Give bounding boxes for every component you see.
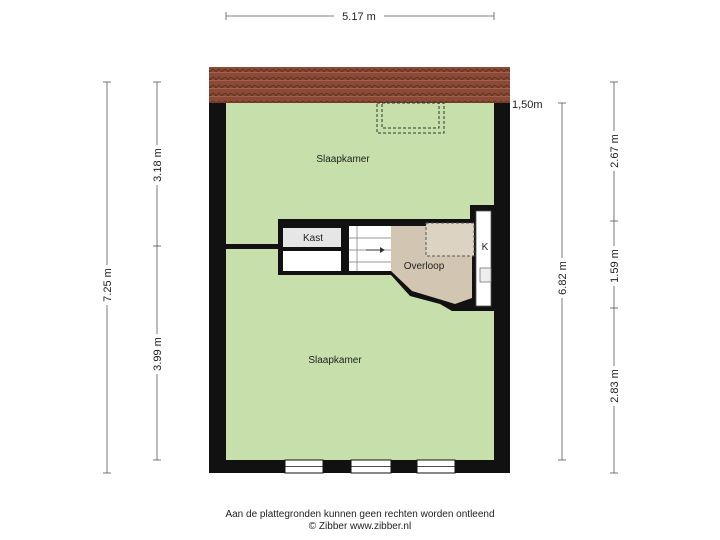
closet-label: Kast	[303, 233, 323, 244]
dim-height-total-left: 7.25 m	[102, 268, 114, 302]
roof-window	[376, 102, 445, 134]
cabinet-label: K	[482, 242, 489, 253]
dim-width-top: 5.17 m	[342, 11, 376, 23]
roof-strip	[209, 67, 510, 103]
dim-left-lower: 3.99 m	[152, 337, 164, 371]
dim-left-upper: 3.18 m	[152, 148, 164, 182]
bedroom-top-label: Slaapkamer	[316, 154, 370, 165]
cabinet-k	[475, 210, 492, 307]
footer-disclaimer: Aan de plattegronden kunnen geen rechten…	[225, 509, 495, 520]
wall-partition-left	[226, 244, 282, 249]
footer-copyright: © Zibber www.zibber.nl	[308, 521, 412, 532]
bedroom-bottom-label: Slaapkamer	[308, 355, 362, 366]
dim-right-upper: 2.67 m	[609, 134, 621, 168]
dim-right-middle: 1.59 m	[609, 249, 621, 283]
dim-right-inner: 6.82 m	[557, 261, 569, 295]
landing-area	[391, 205, 494, 311]
landing-label: Overloop	[404, 261, 445, 272]
dim-roof-height: 1,50m	[512, 99, 543, 111]
dim-right-lower: 2.83 m	[609, 369, 621, 403]
closet-block	[278, 219, 345, 275]
wall-left	[209, 103, 226, 473]
bottom-windows	[284, 459, 456, 474]
wall-right	[494, 103, 510, 473]
stairs	[345, 219, 391, 275]
